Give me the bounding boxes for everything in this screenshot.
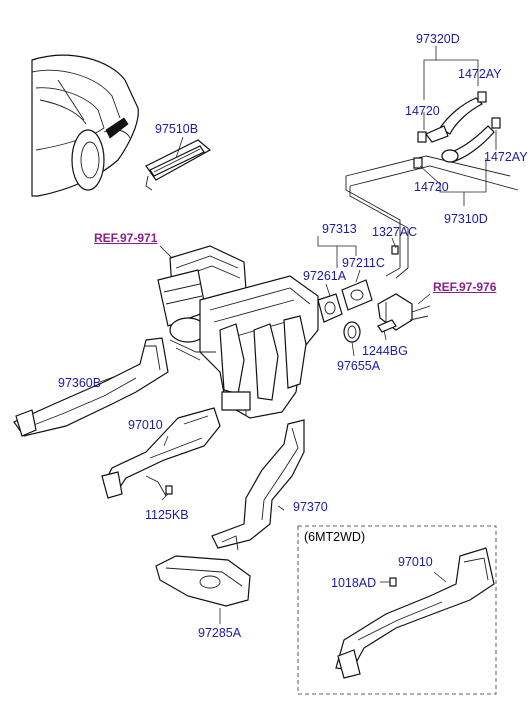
label-14720-top: 14720 [405, 104, 440, 118]
reference-97-971[interactable]: REF.97-971 [94, 231, 158, 245]
label-97261a: 97261A [303, 269, 347, 283]
label-97211c: 97211C [342, 256, 385, 270]
label-1244bg: 1244BG [362, 344, 408, 358]
heater-box-assembly [157, 245, 319, 419]
duct-97360b [13, 337, 169, 437]
aspirator-parts [317, 236, 431, 357]
duct-97010-variant [335, 547, 495, 679]
label-97510b: 97510B [155, 122, 199, 136]
label-1125kb: 1125KB [145, 508, 189, 522]
variant-box-title: (6MT2WD) [304, 530, 366, 544]
label-97010: 97010 [128, 418, 163, 432]
duct-97370 [211, 419, 305, 551]
label-97313: 97313 [322, 222, 357, 236]
rear-duct-pipes [345, 46, 519, 279]
label-97285a: 97285A [198, 626, 242, 640]
label-97320d: 97320D [416, 32, 460, 46]
variant-box-6mt2wd [297, 525, 497, 695]
label-97360b: 97360B [58, 376, 102, 390]
reference-97-976[interactable]: REF.97-976 [433, 280, 497, 294]
label-97010-variant: 97010 [398, 555, 433, 569]
vent-grille-97510b [145, 136, 212, 191]
label-1018ad: 1018AD [331, 576, 377, 590]
label-1472ay-right: 1472AY [484, 150, 528, 164]
label-14720-bottom: 14720 [414, 180, 449, 194]
label-1472ay-top: 1472AY [458, 67, 502, 81]
duct-97010 [101, 407, 221, 501]
car-illustration [31, 54, 139, 197]
cover-97285a [155, 555, 251, 624]
label-97655a: 97655A [337, 359, 381, 373]
label-1327ac: 1327AC [372, 225, 418, 239]
label-97310d: 97310D [444, 212, 488, 226]
label-97370: 97370 [293, 500, 328, 514]
